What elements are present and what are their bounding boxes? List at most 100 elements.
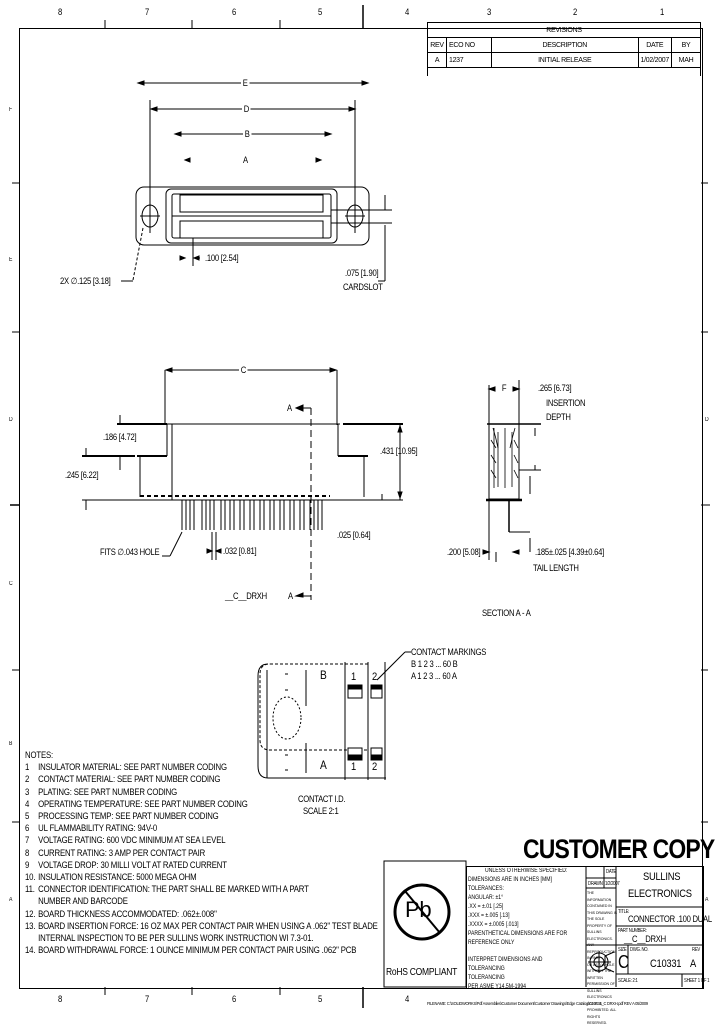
note-item: 10.INSULATION RESISTANCE: 5000 MEGA OHM (25, 872, 197, 884)
part-number-label: __C__DRXH (225, 591, 267, 601)
date-header: DATE (606, 869, 617, 875)
zone-label-bottom: 4 (405, 994, 410, 1004)
rev-cell: A (427, 52, 447, 68)
dim-032: .032 [0.81] (223, 546, 257, 556)
pitch-dim: .100 [2.54] (205, 253, 239, 263)
zone-label-side: A (9, 897, 13, 903)
zone-label-side: E (9, 257, 13, 263)
title-value: CONNECTOR .100 DUAL (628, 914, 712, 924)
section-marker-bottom: A (288, 591, 293, 601)
dim-a: A (243, 155, 248, 165)
company-name-line2: ELECTRONICS (628, 888, 692, 900)
zone-label-top: 6 (232, 7, 237, 17)
contact-markings-row-a: A 1 2 3 ... 60 A (411, 671, 457, 681)
zone-label-top: 3 (487, 7, 492, 17)
title-block (466, 866, 704, 989)
section-title: SECTION A - A (482, 608, 531, 618)
date-cell: 1/02/2007 (637, 52, 673, 68)
pb-symbol: Pb (405, 897, 432, 922)
dim-431: .431 [10.95] (380, 446, 418, 456)
by-cell: MAH (671, 52, 701, 68)
zone-label-top: 5 (318, 7, 323, 17)
dim-245: .245 [6.22] (65, 470, 99, 480)
revisions-title: REVISIONS (427, 22, 701, 38)
fits-hole-label: FITS ∅.043 HOLE (100, 547, 160, 557)
section-marker-top: A (287, 403, 292, 413)
note-item: 11.CONNECTOR IDENTIFICATION: THE PART SH… (25, 884, 309, 896)
rohs-label: RoHS COMPLIANT (386, 967, 458, 978)
rev-value: A (690, 958, 696, 970)
by-header: BY (671, 37, 701, 53)
drawn-label: DRAWN (588, 881, 603, 887)
sheet-label: SHEET 1 OF 1 (684, 978, 710, 984)
drawn-date: 1/2/2007 (605, 881, 620, 887)
contact-id-title: CONTACT I.D. (298, 794, 346, 804)
zone-label-bottom: 7 (145, 994, 150, 1004)
contact-number: 2 (372, 761, 377, 773)
contact-number: 1 (351, 761, 356, 773)
company-name-line1: SULLINS (643, 871, 681, 883)
rev-header: REV (427, 37, 447, 53)
zone-label-top: 4 (405, 7, 410, 17)
part-number-value: __C__DRXH (624, 934, 666, 944)
contact-number: 2 (372, 671, 377, 683)
zone-label-side: A (705, 897, 709, 903)
dwg-no-label: DWG. NO. (630, 947, 649, 953)
size-label: SIZE (618, 947, 627, 953)
scale-label: SCALE: 2:1 (618, 978, 638, 984)
dim-025: .025 [0.64] (337, 530, 371, 540)
dim-c: C (239, 365, 248, 375)
revisions-header-row: REV ECO NO DESCRIPTION DATE BY (427, 37, 701, 53)
contact-id-scale: SCALE 2:1 (303, 806, 339, 816)
eco-header: ECO NO (446, 37, 492, 53)
drawing-frame (19, 28, 703, 989)
date-header: DATE (637, 37, 673, 53)
tolerances-block: UNLESS OTHERWISE SPECIFIED: DIMENSIONS A… (468, 868, 568, 990)
dim-f: F (501, 383, 508, 393)
dim-200: .200 [5.08] (447, 547, 481, 557)
insertion-depth-dim: .265 [6.73] (538, 383, 572, 393)
insertion-depth-label: DEPTH (546, 412, 571, 422)
revisions-table: REVISIONS REV ECO NO DESCRIPTION DATE BY… (427, 22, 701, 76)
note-item: 12.BOARD THICKNESS ACCOMMODATED: .062±.0… (25, 908, 217, 920)
revision-row: A 1237 INITIAL RELEASE 1/02/2007 MAH (427, 52, 701, 68)
contact-letter-b: B (320, 668, 327, 682)
description-cell: INITIAL RELEASE (491, 52, 639, 68)
note-item: NUMBER AND BARCODE (38, 896, 128, 908)
zone-label-bottom: 5 (318, 994, 323, 1004)
zone-label-side: C (9, 581, 13, 587)
size-value: C (618, 952, 629, 972)
title-label: TITLE: (618, 909, 630, 915)
zone-label-side: F (9, 107, 12, 113)
dim-b: B (243, 129, 252, 139)
rev-label: REV (692, 947, 700, 953)
note-item: INTERNAL INSPECTION TO BE PER SULLINS WO… (38, 933, 314, 945)
zone-label-top: 7 (145, 7, 150, 17)
contact-number: 1 (351, 671, 356, 683)
contact-markings-label: CONTACT MARKINGS (411, 647, 487, 657)
dim-186: .186 [4.72] (103, 432, 137, 442)
part-number-label: PART NUMBER: (618, 928, 647, 934)
notes-title: NOTES: (25, 750, 54, 761)
zone-label-top: 2 (573, 7, 578, 17)
dim-d: D (242, 104, 251, 114)
note-item: 13.BOARD INSERTION FORCE: 16 OZ MAX PER … (25, 920, 378, 932)
contact-markings-row-b: B 1 2 3 ... 60 B (411, 659, 458, 669)
note-item: 14.BOARD WITHDRAWAL FORCE: 1 OUNCE MINIM… (25, 945, 357, 957)
contact-letter-a: A (320, 758, 327, 772)
zone-label-top: 1 (660, 7, 665, 17)
eco-cell: 1237 (446, 52, 492, 68)
insertion-depth-label: INSERTION (546, 398, 586, 408)
tail-length-dim: .185±.025 [4.39±0.64] (535, 547, 604, 557)
tail-length-label: TAIL LENGTH (533, 563, 579, 573)
cardslot-label: CARDSLOT (343, 282, 383, 292)
